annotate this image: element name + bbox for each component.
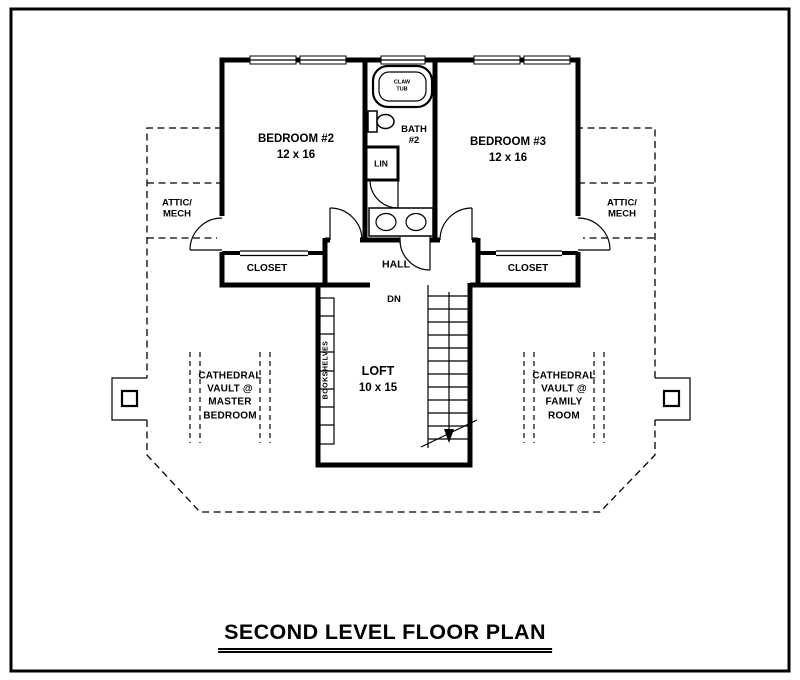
claw-tub-label: CLAW TUB	[393, 79, 411, 92]
bedroom2-size-label: 12 x 16	[276, 148, 316, 161]
roof-outline	[146, 127, 656, 513]
down-arrow-icon	[444, 429, 454, 443]
bedroom2-label: BEDROOM #2	[257, 132, 335, 145]
linen-closet-walls	[365, 145, 400, 182]
right-bumpout-icon	[655, 377, 691, 421]
closet-right-label: CLOSET	[507, 262, 549, 274]
page-title: SECOND LEVEL FLOOR PLAN	[218, 620, 552, 653]
linen-label: LIN	[374, 158, 388, 169]
toilet-icon	[367, 110, 395, 133]
claw-tub-icon	[371, 64, 434, 109]
vault-dashed-lines	[189, 352, 605, 443]
down-label: DN	[387, 294, 401, 306]
bookshelves-label: BOOKSHELVES	[322, 340, 330, 400]
left-bumpout-icon	[111, 377, 147, 421]
stairs-icon	[420, 285, 478, 448]
door-swing-icons	[189, 179, 611, 271]
bath-label: BATH #2	[401, 124, 427, 146]
bedroom3-size-label: 12 x 16	[488, 151, 528, 164]
bedroom-block-walls	[217, 55, 583, 290]
loft-label: LOFT	[361, 364, 395, 379]
loft-size-label: 10 x 15	[358, 381, 398, 394]
attic-left-label: ATTIC/ MECH	[162, 197, 192, 220]
closet-left-label: CLOSET	[246, 262, 288, 274]
closet-door-icon	[240, 250, 562, 257]
vault-family-label: CATHEDRAL VAULT @ FAMILY ROOM	[532, 370, 596, 422]
vanity-sinks-icon	[368, 207, 434, 237]
vault-master-label: CATHEDRAL VAULT @ MASTER BEDROOM	[198, 370, 262, 422]
bookshelves-icon	[319, 297, 335, 445]
hall-label: HALL	[382, 258, 410, 271]
bedroom3-label: BEDROOM #3	[469, 135, 547, 148]
window-icon	[249, 55, 571, 65]
attic-right-label: ATTIC/ MECH	[607, 197, 637, 220]
page-border	[9, 7, 791, 673]
